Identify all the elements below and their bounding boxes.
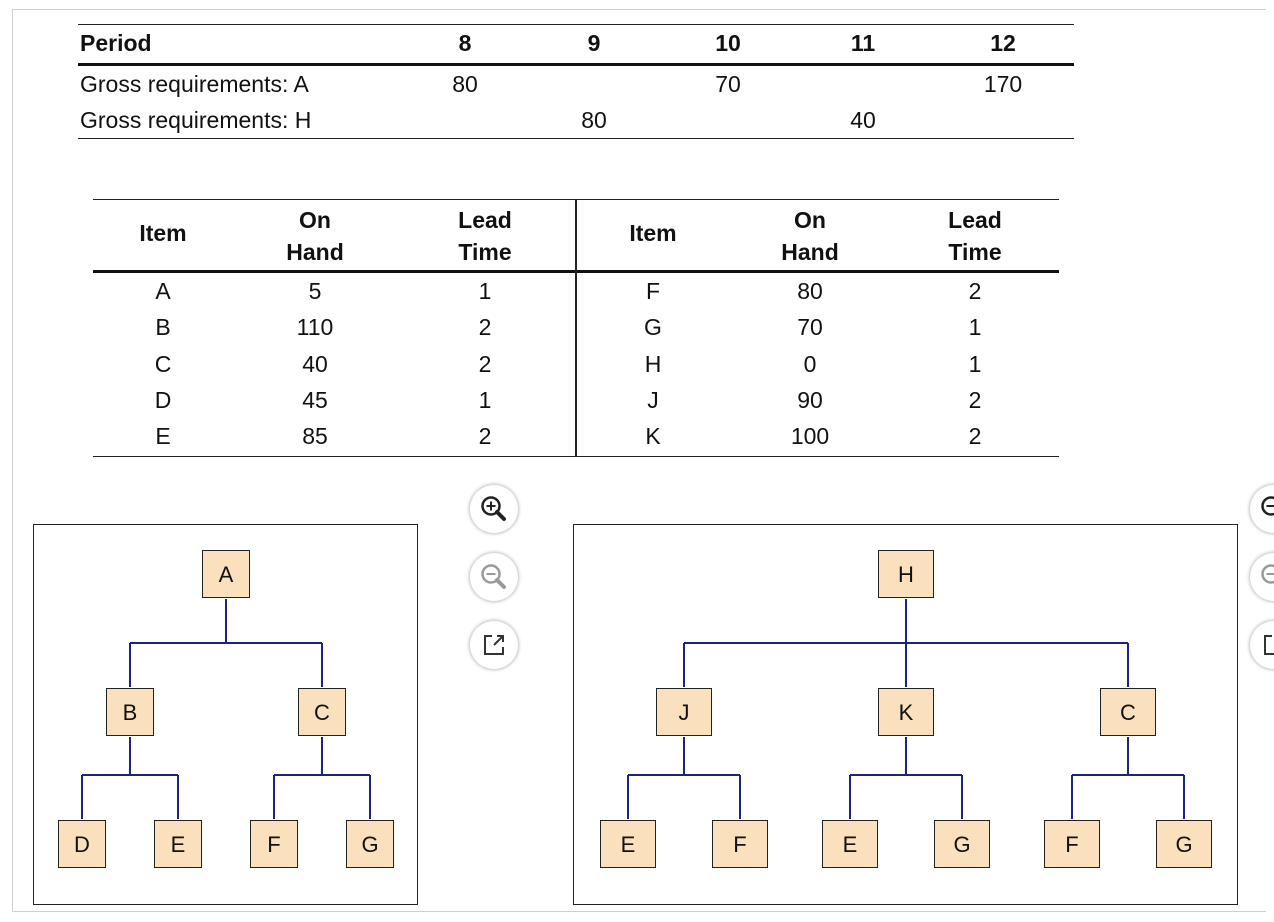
- item-cell: F: [645, 278, 661, 304]
- header-lead-time-line1: Lead: [458, 207, 512, 233]
- period-header-cell: 8: [458, 30, 472, 56]
- gross-req-row-h: Gross requirements: H 80 40: [78, 102, 1074, 139]
- tree-node: C: [298, 688, 346, 736]
- header-lead-time-line2: Time: [458, 239, 512, 265]
- period-header-cell: 12: [990, 30, 1016, 56]
- lead-time-cell: 1: [478, 278, 492, 304]
- header-on-hand-line2: Hand: [781, 239, 839, 265]
- period-header-cell: 10: [715, 30, 741, 56]
- row-label: Gross requirements: H: [80, 107, 312, 133]
- req-cell: 170: [983, 71, 1023, 97]
- tree-node: F: [1044, 820, 1100, 868]
- tree-node: G: [934, 820, 990, 868]
- lead-time-cell: 2: [968, 423, 982, 449]
- tree-h-connectors: [627, 599, 1185, 819]
- open-external-icon: [484, 635, 504, 655]
- tree-node: B: [106, 688, 154, 736]
- header-lead-time-line2: Time: [948, 239, 1002, 265]
- header-on-hand-line1: On: [299, 207, 331, 233]
- row-label: Gross requirements: A: [80, 71, 309, 97]
- tree-h-panel: H J K C E F E G F G: [573, 524, 1238, 905]
- tree-node-root: A: [202, 550, 250, 598]
- item-cell: J: [647, 387, 659, 413]
- zoom-in-icon: [1261, 496, 1274, 516]
- lead-time-cell: 2: [478, 423, 492, 449]
- tree-node: F: [712, 820, 768, 868]
- on-hand-cell: 5: [308, 278, 322, 304]
- on-hand-cell: 45: [302, 387, 328, 413]
- gross-req-row-a: Gross requirements: A 80 70 170: [78, 66, 1074, 102]
- on-hand-cell: 40: [302, 351, 328, 377]
- zoom-out-button[interactable]: [470, 553, 518, 601]
- lead-time-cell: 2: [478, 351, 492, 377]
- on-hand-cell: 110: [296, 314, 334, 340]
- header-item: Item: [629, 220, 677, 246]
- open-external-icon: [1264, 635, 1274, 655]
- tree-node: G: [346, 820, 394, 868]
- header-lead-time-line1: Lead: [948, 207, 1002, 233]
- open-external-button[interactable]: [470, 621, 518, 669]
- lead-time-cell: 1: [968, 314, 982, 340]
- tree-node: F: [250, 820, 298, 868]
- zoom-out-icon: [481, 564, 506, 589]
- req-cell: 80: [581, 107, 607, 133]
- tree-node: J: [656, 688, 712, 736]
- lead-time-cell: 2: [968, 278, 982, 304]
- zoom-out-button[interactable]: [1250, 553, 1274, 601]
- tree-node-root: H: [878, 550, 934, 598]
- open-external-button[interactable]: [1250, 621, 1274, 669]
- on-hand-cell: 85: [302, 423, 328, 449]
- zoom-in-button[interactable]: [470, 485, 518, 533]
- content-frame: [12, 9, 1266, 912]
- tree-node: D: [58, 820, 106, 868]
- item-cell: K: [645, 423, 661, 449]
- item-cell: H: [644, 351, 662, 377]
- item-cell: G: [644, 314, 662, 340]
- tree-node: G: [1156, 820, 1212, 868]
- on-hand-cell: 100: [790, 423, 830, 449]
- tree-node: E: [154, 820, 202, 868]
- lead-time-cell: 2: [968, 387, 982, 413]
- on-hand-cell: 90: [797, 387, 823, 413]
- tree-node: C: [1100, 688, 1156, 736]
- gross-requirements-table: Period 8 9 10 11 12 Gross requirements: …: [78, 24, 1074, 139]
- zoom-in-icon: [481, 496, 506, 521]
- item-cell: A: [155, 278, 171, 304]
- on-hand-cell: 80: [797, 278, 823, 304]
- zoom-out-icon: [1261, 564, 1274, 584]
- item-cell: E: [155, 423, 171, 449]
- req-cell: 70: [715, 71, 741, 97]
- header-on-hand-line1: On: [794, 207, 826, 233]
- on-hand-cell: 0: [803, 351, 817, 377]
- tree-node: K: [878, 688, 934, 736]
- item-cell: B: [155, 314, 171, 340]
- item-cell: C: [154, 351, 172, 377]
- lead-time-cell: 1: [478, 387, 492, 413]
- period-header-row: Period 8 9 10 11 12: [78, 24, 1074, 66]
- item-cell: D: [154, 387, 172, 413]
- tree-a-connectors: [81, 599, 371, 819]
- lead-time-cell: 2: [478, 314, 492, 340]
- period-header-cell: 11: [850, 30, 876, 56]
- period-header-cell: 9: [587, 30, 601, 56]
- tree-a-panel: A B C D E F G: [33, 524, 418, 905]
- header-on-hand-line2: Hand: [286, 239, 344, 265]
- period-header-label: Period: [80, 30, 152, 56]
- req-cell: 40: [850, 107, 876, 133]
- tree-node: E: [822, 820, 878, 868]
- on-hand-cell: 70: [797, 314, 823, 340]
- tree-node: E: [600, 820, 656, 868]
- zoom-in-button[interactable]: [1250, 485, 1274, 533]
- req-cell: 80: [452, 71, 478, 97]
- lead-time-cell: 1: [968, 351, 982, 377]
- header-item: Item: [139, 220, 187, 246]
- table-divider: [575, 200, 577, 456]
